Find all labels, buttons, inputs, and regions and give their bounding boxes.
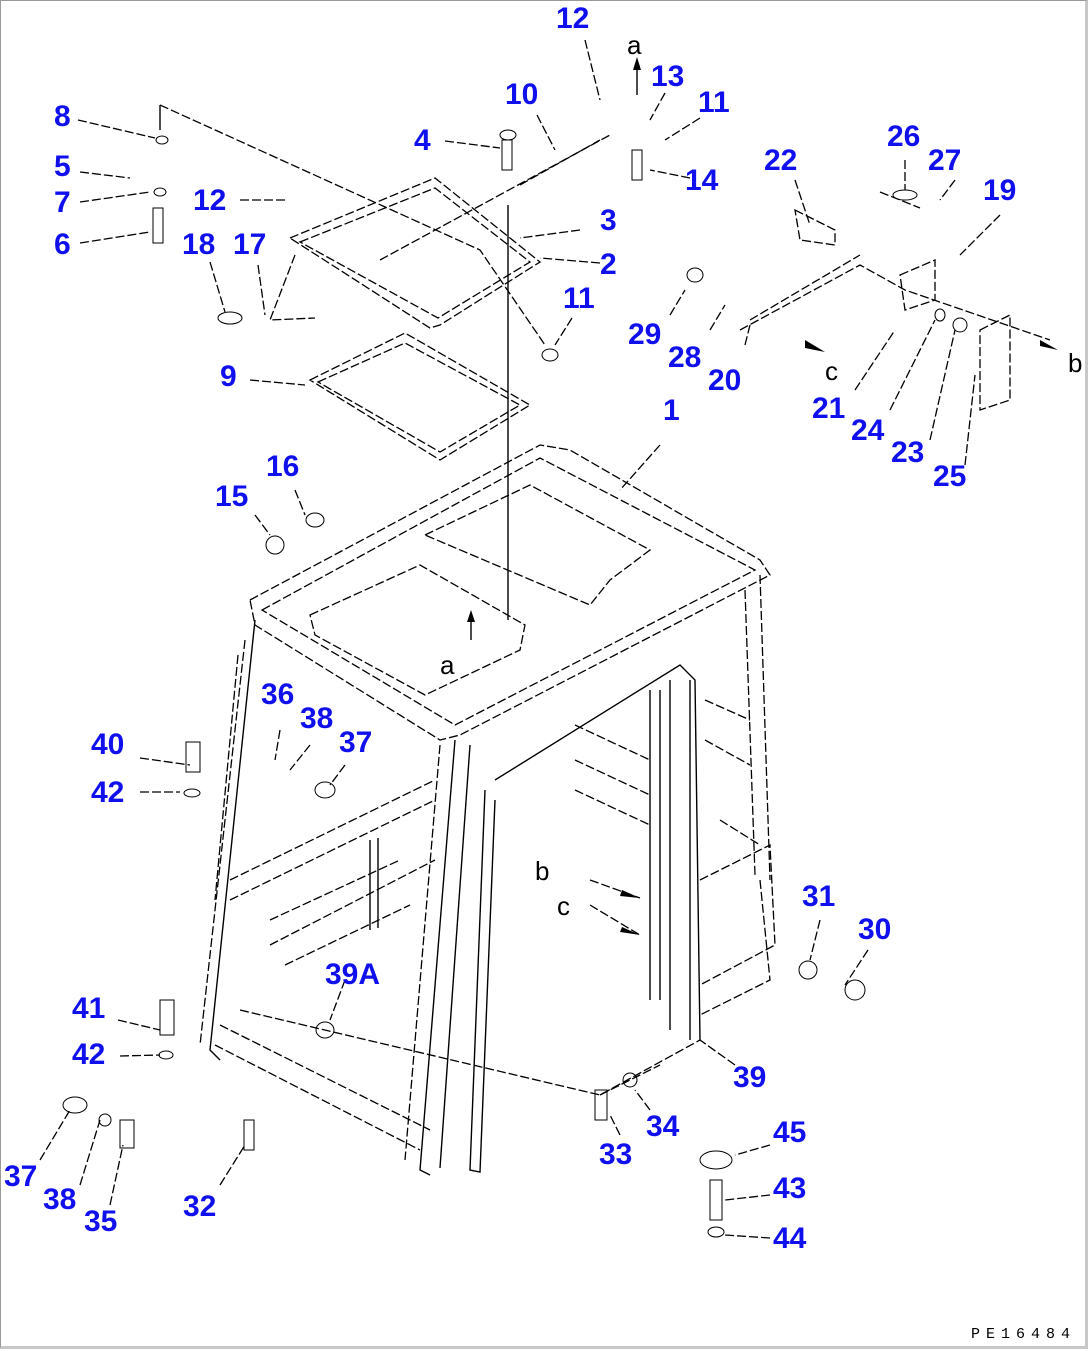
callout-34: 34 [646, 1110, 680, 1143]
ref-mark-b-cab: b [535, 856, 550, 886]
ref-mark-c-right: c [825, 356, 838, 386]
callout-2: 2 [600, 248, 617, 281]
callout-35: 35 [84, 1205, 118, 1238]
callout-9: 9 [220, 360, 237, 393]
callout-11-mid: 11 [563, 282, 595, 315]
handle-rod [739, 264, 1051, 341]
rear-side-panel [699, 843, 776, 986]
callout-18: 18 [182, 228, 216, 261]
callout-16: 16 [266, 450, 300, 483]
rear-door-frame [494, 664, 701, 1041]
callout-36: 36 [261, 678, 295, 711]
callout-21: 21 [812, 392, 846, 425]
callout-38-lower: 38 [43, 1183, 77, 1216]
catch-19 [899, 259, 936, 311]
callout-1: 1 [663, 394, 680, 427]
cab-base [219, 1009, 701, 1131]
callout-17: 17 [233, 228, 267, 261]
knob-22 [794, 208, 836, 246]
drawing-number: PE16484 [970, 1326, 1076, 1343]
lower-rails [229, 779, 436, 946]
pillar-front-right [419, 739, 456, 1176]
ref-mark-a-cab: a [440, 650, 455, 680]
callout-42-upper: 42 [91, 776, 125, 809]
cab-roof [249, 444, 771, 741]
callout-29: 29 [628, 318, 662, 351]
callout-37-lower: 37 [4, 1160, 38, 1193]
pillar-front-left [209, 619, 256, 1061]
hatch-glass [288, 177, 542, 329]
callout-39A: 39A [325, 958, 381, 991]
callout-25: 25 [933, 460, 967, 493]
plate-25 [979, 313, 1011, 411]
callout-45: 45 [773, 1116, 807, 1149]
callout-15: 15 [215, 480, 249, 513]
callout-24: 24 [851, 414, 885, 447]
callout-7: 7 [54, 186, 71, 219]
callout-39: 39 [733, 1061, 767, 1094]
cab-assembly [199, 444, 776, 1176]
callout-44: 44 [773, 1222, 807, 1255]
callout-4: 4 [414, 124, 431, 157]
callout-38-upper: 38 [300, 702, 334, 735]
callout-10: 10 [505, 78, 539, 111]
cab-roof-inner [260, 457, 757, 726]
callout-19: 19 [983, 174, 1017, 207]
callout-3: 3 [600, 204, 617, 237]
callout-27: 27 [928, 144, 962, 177]
callout-12-top: 12 [556, 2, 590, 35]
callout-22: 22 [764, 144, 798, 177]
callout-31: 31 [802, 880, 836, 913]
roof-panel [423, 484, 652, 606]
callout-32: 32 [183, 1190, 217, 1223]
callout-11-top: 11 [698, 86, 730, 119]
callout-42-lower: 42 [72, 1038, 106, 1071]
roof-hatch [159, 57, 641, 620]
leader-line [159, 104, 546, 346]
callout-14: 14 [685, 164, 719, 197]
ref-mark-c-cab: c [557, 891, 570, 921]
ref-mark-b-right: b [1068, 348, 1083, 378]
callout-33: 33 [599, 1138, 633, 1171]
callout-leaders [39, 39, 1001, 1239]
callout-37-upper: 37 [339, 726, 373, 759]
door-pillar [469, 789, 496, 1173]
callout-13: 13 [651, 60, 685, 93]
callout-28: 28 [668, 341, 702, 374]
callout-5: 5 [54, 150, 71, 183]
callout-43: 43 [773, 1172, 807, 1205]
roof-opening [309, 564, 526, 696]
callout-23: 23 [891, 436, 925, 469]
callout-40: 40 [91, 728, 125, 761]
callout-41: 41 [72, 992, 106, 1025]
interior-slats [574, 724, 651, 826]
callout-6: 6 [54, 228, 71, 261]
callout-20: 20 [708, 364, 742, 397]
callout-12-left: 12 [193, 184, 227, 217]
callout-8: 8 [54, 100, 71, 133]
callout-30: 30 [858, 913, 892, 946]
fasteners [62, 129, 968, 1238]
callout-26: 26 [887, 120, 921, 153]
ref-mark-a-top: a [627, 30, 642, 60]
handle-assembly [739, 191, 1058, 411]
